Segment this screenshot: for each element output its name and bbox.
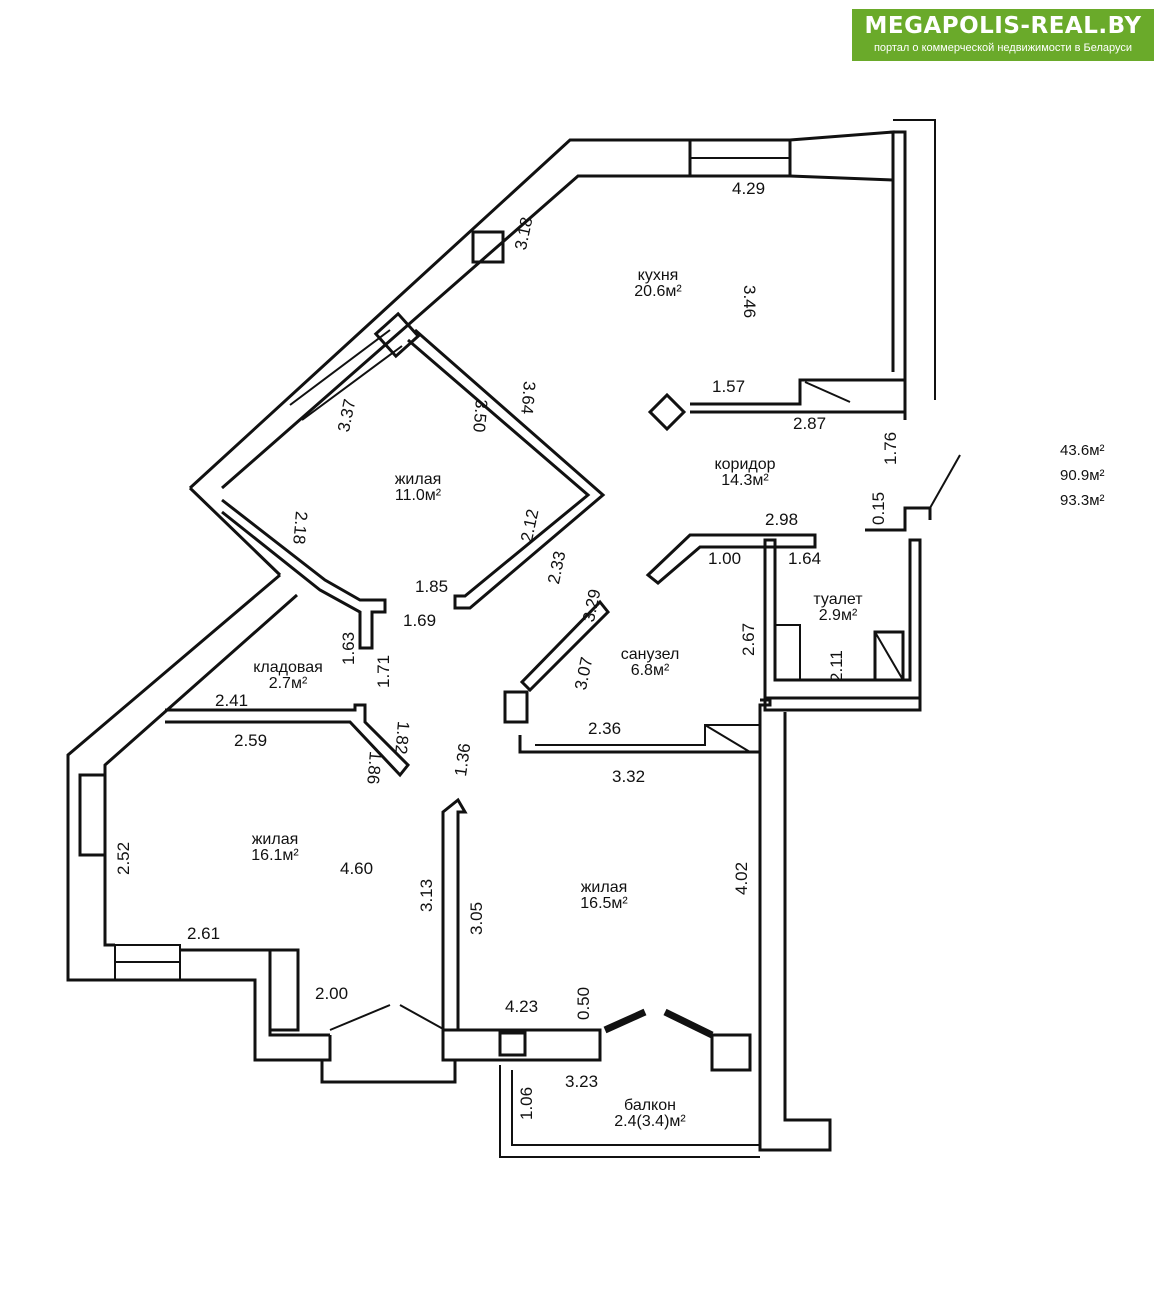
dim-label: 2.11 — [827, 650, 846, 682]
wall-kitchen-top — [789, 130, 895, 182]
dim-label: 1.63 — [339, 631, 358, 665]
dim-label: 2.36 — [588, 719, 622, 738]
wall-living-divider — [441, 797, 468, 1032]
dim-label: 1.85 — [415, 577, 449, 596]
dim-label: 3.32 — [612, 767, 646, 786]
dim-label: 0.15 — [869, 491, 888, 525]
dim-label: 2.67 — [739, 622, 758, 656]
wall-bed-left — [221, 498, 387, 650]
dim-label: 2.18 — [289, 510, 311, 546]
dim-label: 2.41 — [215, 691, 249, 710]
brand-badge[interactable]: MEGAPOLIS-REAL.BY портал о коммерческой … — [852, 9, 1154, 61]
dim-label: 1.00 — [708, 549, 742, 568]
brand-tagline: портал о коммерческой недвижимости в Бел… — [873, 42, 1133, 54]
window-nw-lower — [289, 329, 403, 421]
dim-label: 1.69 — [403, 611, 437, 630]
dim-label: 2.59 — [234, 731, 268, 750]
wall-left-outer — [66, 573, 332, 1062]
wall-outer-nw-end — [188, 486, 282, 577]
vent-bath — [503, 690, 529, 724]
dim-label: 3.23 — [565, 1072, 599, 1091]
dim-label: 3.64 — [517, 380, 539, 416]
wall-right-lower — [765, 696, 922, 712]
dim-label: 4.23 — [505, 997, 539, 1016]
vent-kitchen — [647, 392, 687, 432]
vent-balcony — [498, 1031, 527, 1057]
wall-storage — [165, 703, 411, 778]
wall-bed-right — [407, 328, 606, 610]
dim-label: 1.86 — [363, 750, 385, 786]
dim-label: 1.76 — [881, 431, 900, 465]
vent-nw — [471, 230, 505, 264]
dim-label: 1.36 — [451, 742, 475, 778]
wall-bath-left — [519, 599, 611, 693]
dim-label: 2.87 — [793, 414, 827, 433]
wall-left-inner — [103, 593, 298, 947]
dim-label: 2.00 — [315, 984, 349, 1003]
dim-label: 3.05 — [467, 901, 486, 935]
dim-label: 3.50 — [469, 398, 491, 434]
total-area-with-balcony: 93.3м² — [1060, 492, 1105, 509]
dim-label: 4.02 — [732, 861, 751, 895]
dim-label: 1.06 — [517, 1086, 536, 1120]
wall-outer-nw — [188, 138, 690, 490]
dim-label: 2.98 — [765, 510, 799, 529]
dim-label: 1.57 — [712, 377, 746, 396]
dim-label: 3.13 — [417, 878, 436, 912]
wall-bath-bottom — [518, 698, 772, 754]
wall-right-outer — [893, 130, 907, 420]
balcony — [499, 1065, 760, 1158]
dim-label: 1.64 — [788, 549, 822, 568]
wall-corridor-diag — [645, 533, 817, 585]
dim-label: 2.61 — [187, 924, 221, 943]
dim-label: 1.82 — [391, 720, 413, 756]
dim-label: 4.60 — [340, 859, 374, 878]
brand-name: MEGAPOLIS-REAL.BY — [864, 13, 1142, 39]
wall-kitchen-low — [690, 378, 907, 414]
wall-inner-nw — [221, 174, 690, 490]
window-south-left — [114, 944, 181, 981]
total-area: 90.9м² — [1060, 467, 1105, 484]
wall-living-r-bottom — [441, 1028, 602, 1062]
dim-label: 3.46 — [740, 285, 759, 319]
fixture-toilet — [873, 630, 905, 682]
dim-label: 1.71 — [374, 654, 393, 688]
dim-label: 0.50 — [574, 986, 593, 1020]
total-living-area: 43.6м² — [1060, 442, 1105, 459]
window-nw-upper — [373, 311, 421, 359]
window-left — [78, 773, 107, 857]
dim-label: 2.52 — [114, 841, 133, 875]
bay-window — [320, 1060, 457, 1084]
dim-label: 4.29 — [732, 179, 766, 198]
